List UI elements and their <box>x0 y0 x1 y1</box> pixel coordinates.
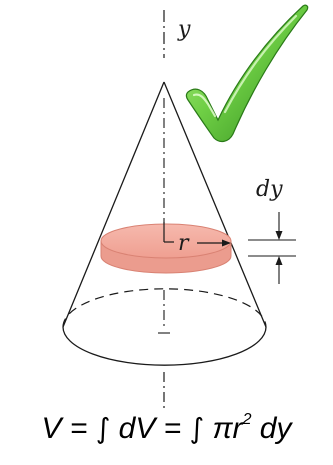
radius-arrowhead <box>222 239 231 247</box>
thickness-label: dy <box>256 177 283 202</box>
disk-top <box>100 223 232 259</box>
y-axis-label: y <box>177 17 191 42</box>
formula-exponent: 2 <box>242 411 252 428</box>
integral-sign-2: ∫ <box>189 412 205 445</box>
checkmark-icon <box>185 4 309 143</box>
dy-arrowhead-top <box>275 231 283 240</box>
cone-base-back <box>62 288 267 328</box>
cone-base-front <box>62 326 267 366</box>
cone-right-side <box>163 81 267 328</box>
formula-V: V <box>41 412 62 445</box>
formula-dy: dy <box>251 412 292 445</box>
formula-eq2: = <box>155 412 190 445</box>
formula-pi-r: πr <box>204 412 243 445</box>
formula-eq1: = <box>61 412 96 445</box>
radius-label: r <box>178 231 190 256</box>
dy-arrowhead-bottom <box>275 256 283 265</box>
volume-formula: V = ∫ dV = ∫ πr2 dy <box>0 412 333 446</box>
cone-left-side <box>62 81 165 328</box>
integral-sign-1: ∫ <box>95 412 111 445</box>
formula-dV: dV <box>110 412 156 445</box>
